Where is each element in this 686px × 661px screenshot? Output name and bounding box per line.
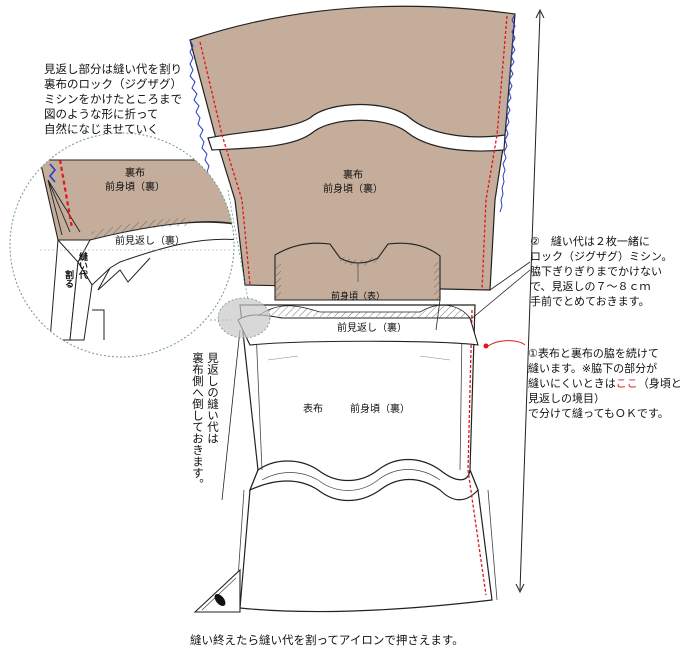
split-point-marker — [483, 343, 489, 349]
label-front-outer: 前身頃（表） — [331, 290, 385, 302]
stitch-right — [481, 15, 508, 291]
bottom-fold — [193, 568, 241, 613]
note-right-1: ①表布と裏布の脇を続けて 縫います。※脇下の部分が 縫いにくいときはここ（身頃と… — [528, 331, 686, 421]
stitch-right-lower — [467, 309, 487, 596]
label-zoom-lining-1: 裏布 — [125, 166, 145, 179]
note-top-left: 見返し部分は縫い代を割り 裏布のロック（ジグザグ） ミシンをかけたところまで 図… — [44, 62, 182, 136]
zigzag-right — [499, 13, 516, 213]
note-bottom: 縫い終えたら縫い代を割ってアイロンで押さえます。 — [190, 633, 464, 647]
label-outer-2: 前身頃（裏） — [350, 402, 410, 415]
label-zoom-facing: 前見返し（裏） — [115, 234, 185, 247]
lining-hem-fold — [207, 104, 506, 152]
stitch-left — [199, 41, 251, 286]
label-lining-2: 前身頃（裏） — [323, 182, 383, 195]
note-right-2: ② 縫い代は２枚一緒に ロック（ジグザグ）ミシン。 脇下ぎりぎりまでかけない で… — [530, 235, 673, 308]
label-lining-1: 裏布 — [343, 168, 363, 181]
label-facing-back: 前見返し（裏） — [337, 321, 407, 334]
facing-panel — [237, 242, 479, 346]
label-zoom-seam-allowance: 縫い代 — [77, 251, 89, 280]
label-zoom-split: 割る — [63, 269, 74, 288]
label-outer-1: 表布 — [303, 402, 323, 415]
lining-panel — [189, 5, 516, 291]
outer-hem-fold — [248, 459, 479, 501]
note-right-1-a: ①表布と裏布の脇を続けて 縫います。※脇下の部分が 縫いにくいときは — [528, 347, 659, 390]
label-zoom-lining-2: 前身頃（裏） — [105, 180, 165, 193]
length-arrow — [515, 8, 545, 594]
note-vertical: 見返しの縫い代は 裏布側へ倒しておきます。 — [191, 352, 220, 490]
note-right-1-here: ここ — [615, 377, 638, 390]
zoom-detail — [9, 132, 235, 358]
zoom-source — [217, 297, 271, 339]
note-right-1-b: （身頃と見返しの境目） で分けて縫ってもＯＫです。 — [528, 377, 682, 420]
outer-panel — [235, 304, 498, 613]
